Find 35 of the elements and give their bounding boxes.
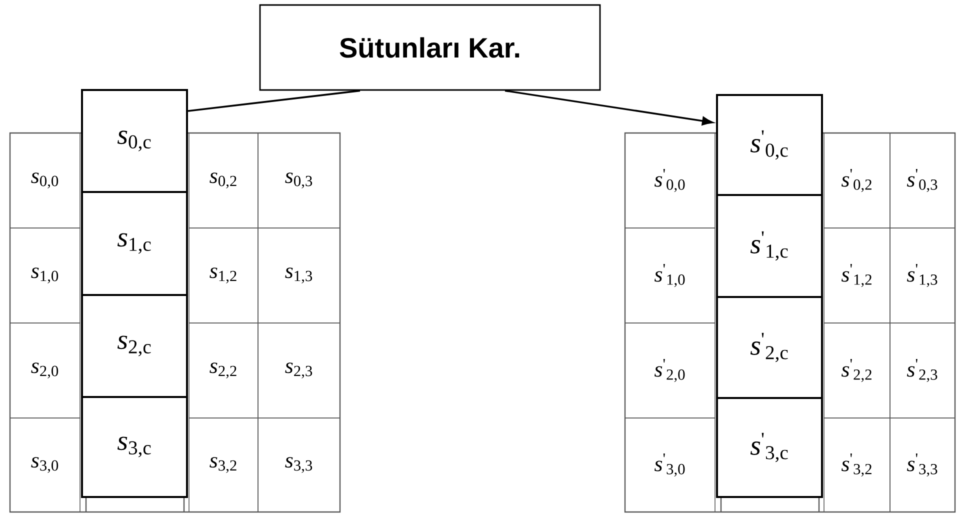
matrix-cell: s$^{'}$3,2 xyxy=(824,418,890,512)
matrix-cell: s$^{'}$3,3 xyxy=(890,418,956,512)
column-box: s$^{'}$1,c xyxy=(716,194,823,298)
matrix-cell: s$_{0,0}$ xyxy=(10,132,80,228)
column-box: s$_{1,c}$ xyxy=(81,191,188,296)
matrix-cell: s$^{'}$2,3 xyxy=(890,322,956,418)
matrix-cell: s$^{'}$1,2 xyxy=(824,228,890,324)
matrix-cell: s$^{'}$0,0 xyxy=(624,132,716,228)
matrix-cell: s$_{1,3}$ xyxy=(258,228,340,324)
matrix-cell: s$^{'}$2,2 xyxy=(824,322,890,418)
column-box: s$^{'}$3,c xyxy=(716,397,823,498)
matrix-cell: s$_{3,3}$ xyxy=(258,418,340,512)
matrix-cell: s$^{'}$3,0 xyxy=(624,418,716,512)
matrix-cell: s$_{0,3}$ xyxy=(258,132,340,228)
title-box: Sütunları Kar. xyxy=(259,4,601,91)
column-box: s$^{'}$2,c xyxy=(716,296,823,399)
matrix-cell: s$_{3,0}$ xyxy=(10,418,80,512)
matrix-cell: s$^{'}$0,3 xyxy=(890,132,956,228)
matrix-cell: s$_{1,2}$ xyxy=(188,228,258,324)
column-box: s$_{2,c}$ xyxy=(81,294,188,398)
matrix-cell: s$^{'}$2,0 xyxy=(624,322,716,418)
column-box: s$_{3,c}$ xyxy=(81,396,188,498)
connector-line xyxy=(188,90,360,112)
matrix-cell: s$^{'}$1,0 xyxy=(624,228,716,324)
matrix-cell: s$^{'}$0,2 xyxy=(824,132,890,228)
column-box: s$_{0,c}$ xyxy=(81,89,188,193)
matrix-cell: s$^{'}$1,3 xyxy=(890,228,956,324)
matrix-cell: s$_{2,2}$ xyxy=(188,322,258,418)
matrix-cell: s$_{2,0}$ xyxy=(10,322,80,418)
matrix-cell: s$_{0,2}$ xyxy=(188,132,258,228)
matrix-cell: s$_{1,0}$ xyxy=(10,228,80,324)
matrix-cell: s$_{2,3}$ xyxy=(258,322,340,418)
matrix-cell: s$_{3,2}$ xyxy=(188,418,258,512)
column-box: s$^{'}$0,c xyxy=(716,94,823,196)
arrow xyxy=(504,90,714,126)
